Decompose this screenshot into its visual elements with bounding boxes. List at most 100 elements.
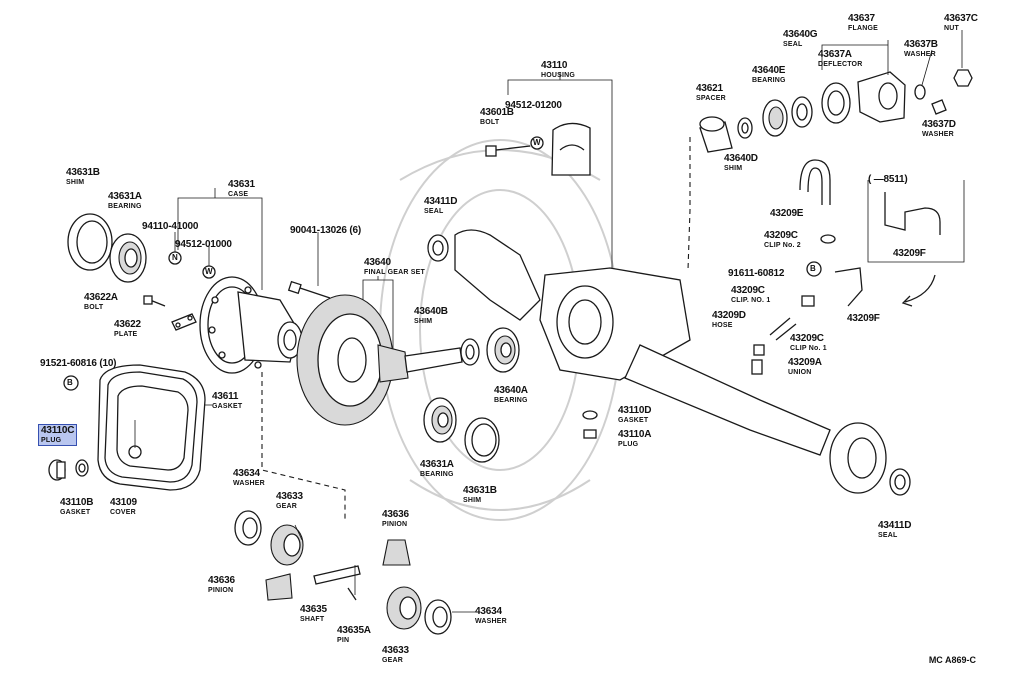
bolt-43601b[interactable] <box>485 145 531 157</box>
range-inset-box <box>867 180 965 263</box>
label-94512-01000: 94512-01000 <box>175 239 232 250</box>
plug-43110c[interactable] <box>48 459 66 481</box>
shim-43640d[interactable] <box>737 117 753 139</box>
symbol-w-housing: W <box>533 138 541 147</box>
plate-43622[interactable] <box>171 313 197 331</box>
clip-43209c-no2[interactable] <box>820 234 836 244</box>
pinion-43636-top[interactable] <box>382 539 411 566</box>
bolt-43622a[interactable] <box>143 295 166 307</box>
seal-43411d-low[interactable] <box>889 468 911 496</box>
w-symbol-circle-housing <box>530 136 544 150</box>
pinion-gear-43640[interactable] <box>377 344 463 383</box>
clip-43209c-no1[interactable] <box>801 295 815 307</box>
ring-gear-43640[interactable] <box>296 294 394 426</box>
symbol-n: N <box>172 253 178 262</box>
shaft-43635[interactable] <box>313 565 361 585</box>
plug-43110a[interactable] <box>583 429 597 439</box>
dashed-guide-case-to-spider <box>261 372 346 520</box>
spacer-43621[interactable] <box>699 116 733 153</box>
union-43209a[interactable] <box>751 344 765 375</box>
bearing-43631a-top[interactable] <box>109 233 147 283</box>
gear-43633-top[interactable] <box>270 524 304 566</box>
hose-43209d[interactable] <box>769 317 797 341</box>
label-43209f-box: 43209F <box>893 248 926 259</box>
inset-arrow <box>904 274 936 303</box>
label-91611: 91611-60812 <box>728 268 785 279</box>
bracket-43209f[interactable] <box>806 261 863 307</box>
gear-43633-low[interactable] <box>386 586 422 630</box>
bearing-43640a[interactable] <box>486 327 520 373</box>
bearing-43640e[interactable] <box>762 99 788 137</box>
hose-43209e[interactable] <box>799 159 831 205</box>
axle-housing-43110[interactable] <box>454 229 887 494</box>
washer-43637d[interactable] <box>931 99 947 115</box>
shim-43631b-low[interactable] <box>464 417 500 463</box>
deflector-43637a[interactable] <box>821 82 851 124</box>
bolt-90041[interactable] <box>287 232 331 299</box>
washer-43637b[interactable] <box>914 84 926 100</box>
bearing-cap-43110[interactable] <box>551 122 591 176</box>
pin-43635a[interactable] <box>347 587 357 601</box>
dashed-guide-housing-to-spacer <box>687 137 691 271</box>
cover-43109[interactable] <box>97 364 206 491</box>
shim-43631b-ring[interactable] <box>67 213 113 271</box>
bearing-43631a-low[interactable] <box>423 397 457 443</box>
shim-43640b[interactable] <box>460 338 480 366</box>
washer-43634-low[interactable] <box>424 599 452 635</box>
label-43209f-low: 43209F <box>847 313 880 324</box>
washer-43634-top[interactable] <box>234 510 262 546</box>
diagram-code: MC A869-C <box>928 655 976 665</box>
flange-43637[interactable] <box>857 71 906 123</box>
label-91521: 91521-60816 (10) <box>40 358 117 369</box>
gasket-43110d[interactable] <box>582 410 598 420</box>
nut-43637c[interactable] <box>953 69 973 87</box>
label-90041: 90041-13026 (6) <box>290 225 361 236</box>
label-94110: 94110-41000 <box>142 221 199 232</box>
gasket-43110b[interactable] <box>75 459 89 477</box>
seal-43640g[interactable] <box>791 96 813 128</box>
seal-43411d-top[interactable] <box>427 234 449 262</box>
symbol-w: W <box>205 267 213 276</box>
pinion-43636-low[interactable] <box>265 573 293 601</box>
symbol-b-cover: B <box>67 378 73 387</box>
differential-case-43631[interactable] <box>199 276 303 374</box>
